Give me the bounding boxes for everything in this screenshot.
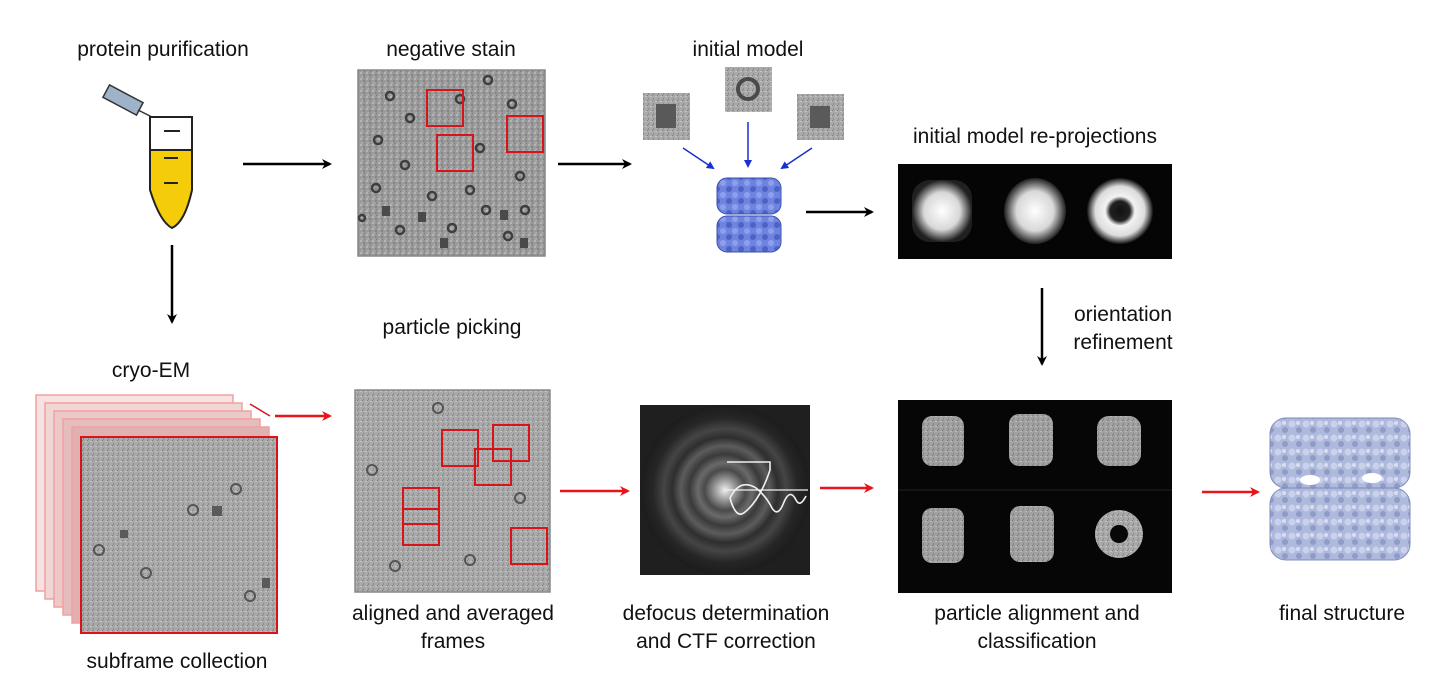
- class-averages-panel: [898, 400, 1172, 593]
- label-negative-stain: negative stain: [386, 38, 516, 61]
- label-final-structure: final structure: [1278, 602, 1406, 625]
- stack-pointer-line: [249, 403, 271, 417]
- label-initial-model-reprojections: initial model re-projections: [913, 125, 1157, 148]
- label-subframe-collection: subframe collection: [86, 650, 268, 673]
- aligned-frames-micrograph: [354, 389, 551, 593]
- negative-stain-micrograph: [357, 69, 546, 257]
- pipette-icon: [101, 83, 159, 121]
- label-orientation-line1: orientation: [1073, 303, 1173, 326]
- selection-box: [436, 134, 474, 172]
- ctf-power-spectrum: [640, 405, 810, 575]
- label-protein-purification: protein purification: [77, 38, 249, 61]
- label-defocus-ctf: defocus determination and CTF correction: [605, 600, 847, 656]
- reprojections-panel: [898, 164, 1172, 259]
- selection-box: [474, 448, 512, 486]
- label-aligned-frames: aligned and averaged frames: [337, 600, 569, 656]
- label-orientation-refinement: orientation refinement: [1058, 301, 1188, 357]
- label-particle-alignment-line2: classification: [977, 630, 1097, 653]
- label-defocus-line1: defocus determination: [622, 602, 830, 625]
- label-particle-alignment-line1: particle alignment and: [934, 602, 1140, 625]
- label-particle-picking: particle picking: [382, 316, 522, 339]
- label-orientation-line2: refinement: [1073, 331, 1173, 354]
- label-particle-alignment: particle alignment and classification: [910, 600, 1164, 656]
- label-initial-model: initial model: [692, 38, 804, 61]
- label-defocus-line2: and CTF correction: [636, 630, 816, 653]
- blue-arrow-left: [682, 147, 715, 170]
- blue-arrow-right: [780, 147, 813, 170]
- class-average-side-view: [643, 93, 690, 140]
- subframe-stack: [35, 394, 278, 634]
- initial-3d-model: [716, 177, 782, 253]
- selection-box: [506, 115, 544, 153]
- selection-box: [402, 487, 440, 525]
- label-cryo-em: cryo-EM: [111, 359, 191, 382]
- selection-box: [510, 527, 548, 565]
- label-aligned-line2: frames: [420, 630, 486, 653]
- selection-box: [426, 89, 464, 127]
- label-aligned-line1: aligned and averaged: [351, 602, 554, 625]
- final-structure-model: [1269, 417, 1411, 561]
- tube-icon: [149, 116, 193, 230]
- class-average-top-view: [725, 67, 772, 112]
- class-average-tilted-view: [797, 94, 844, 140]
- selection-box: [402, 508, 440, 546]
